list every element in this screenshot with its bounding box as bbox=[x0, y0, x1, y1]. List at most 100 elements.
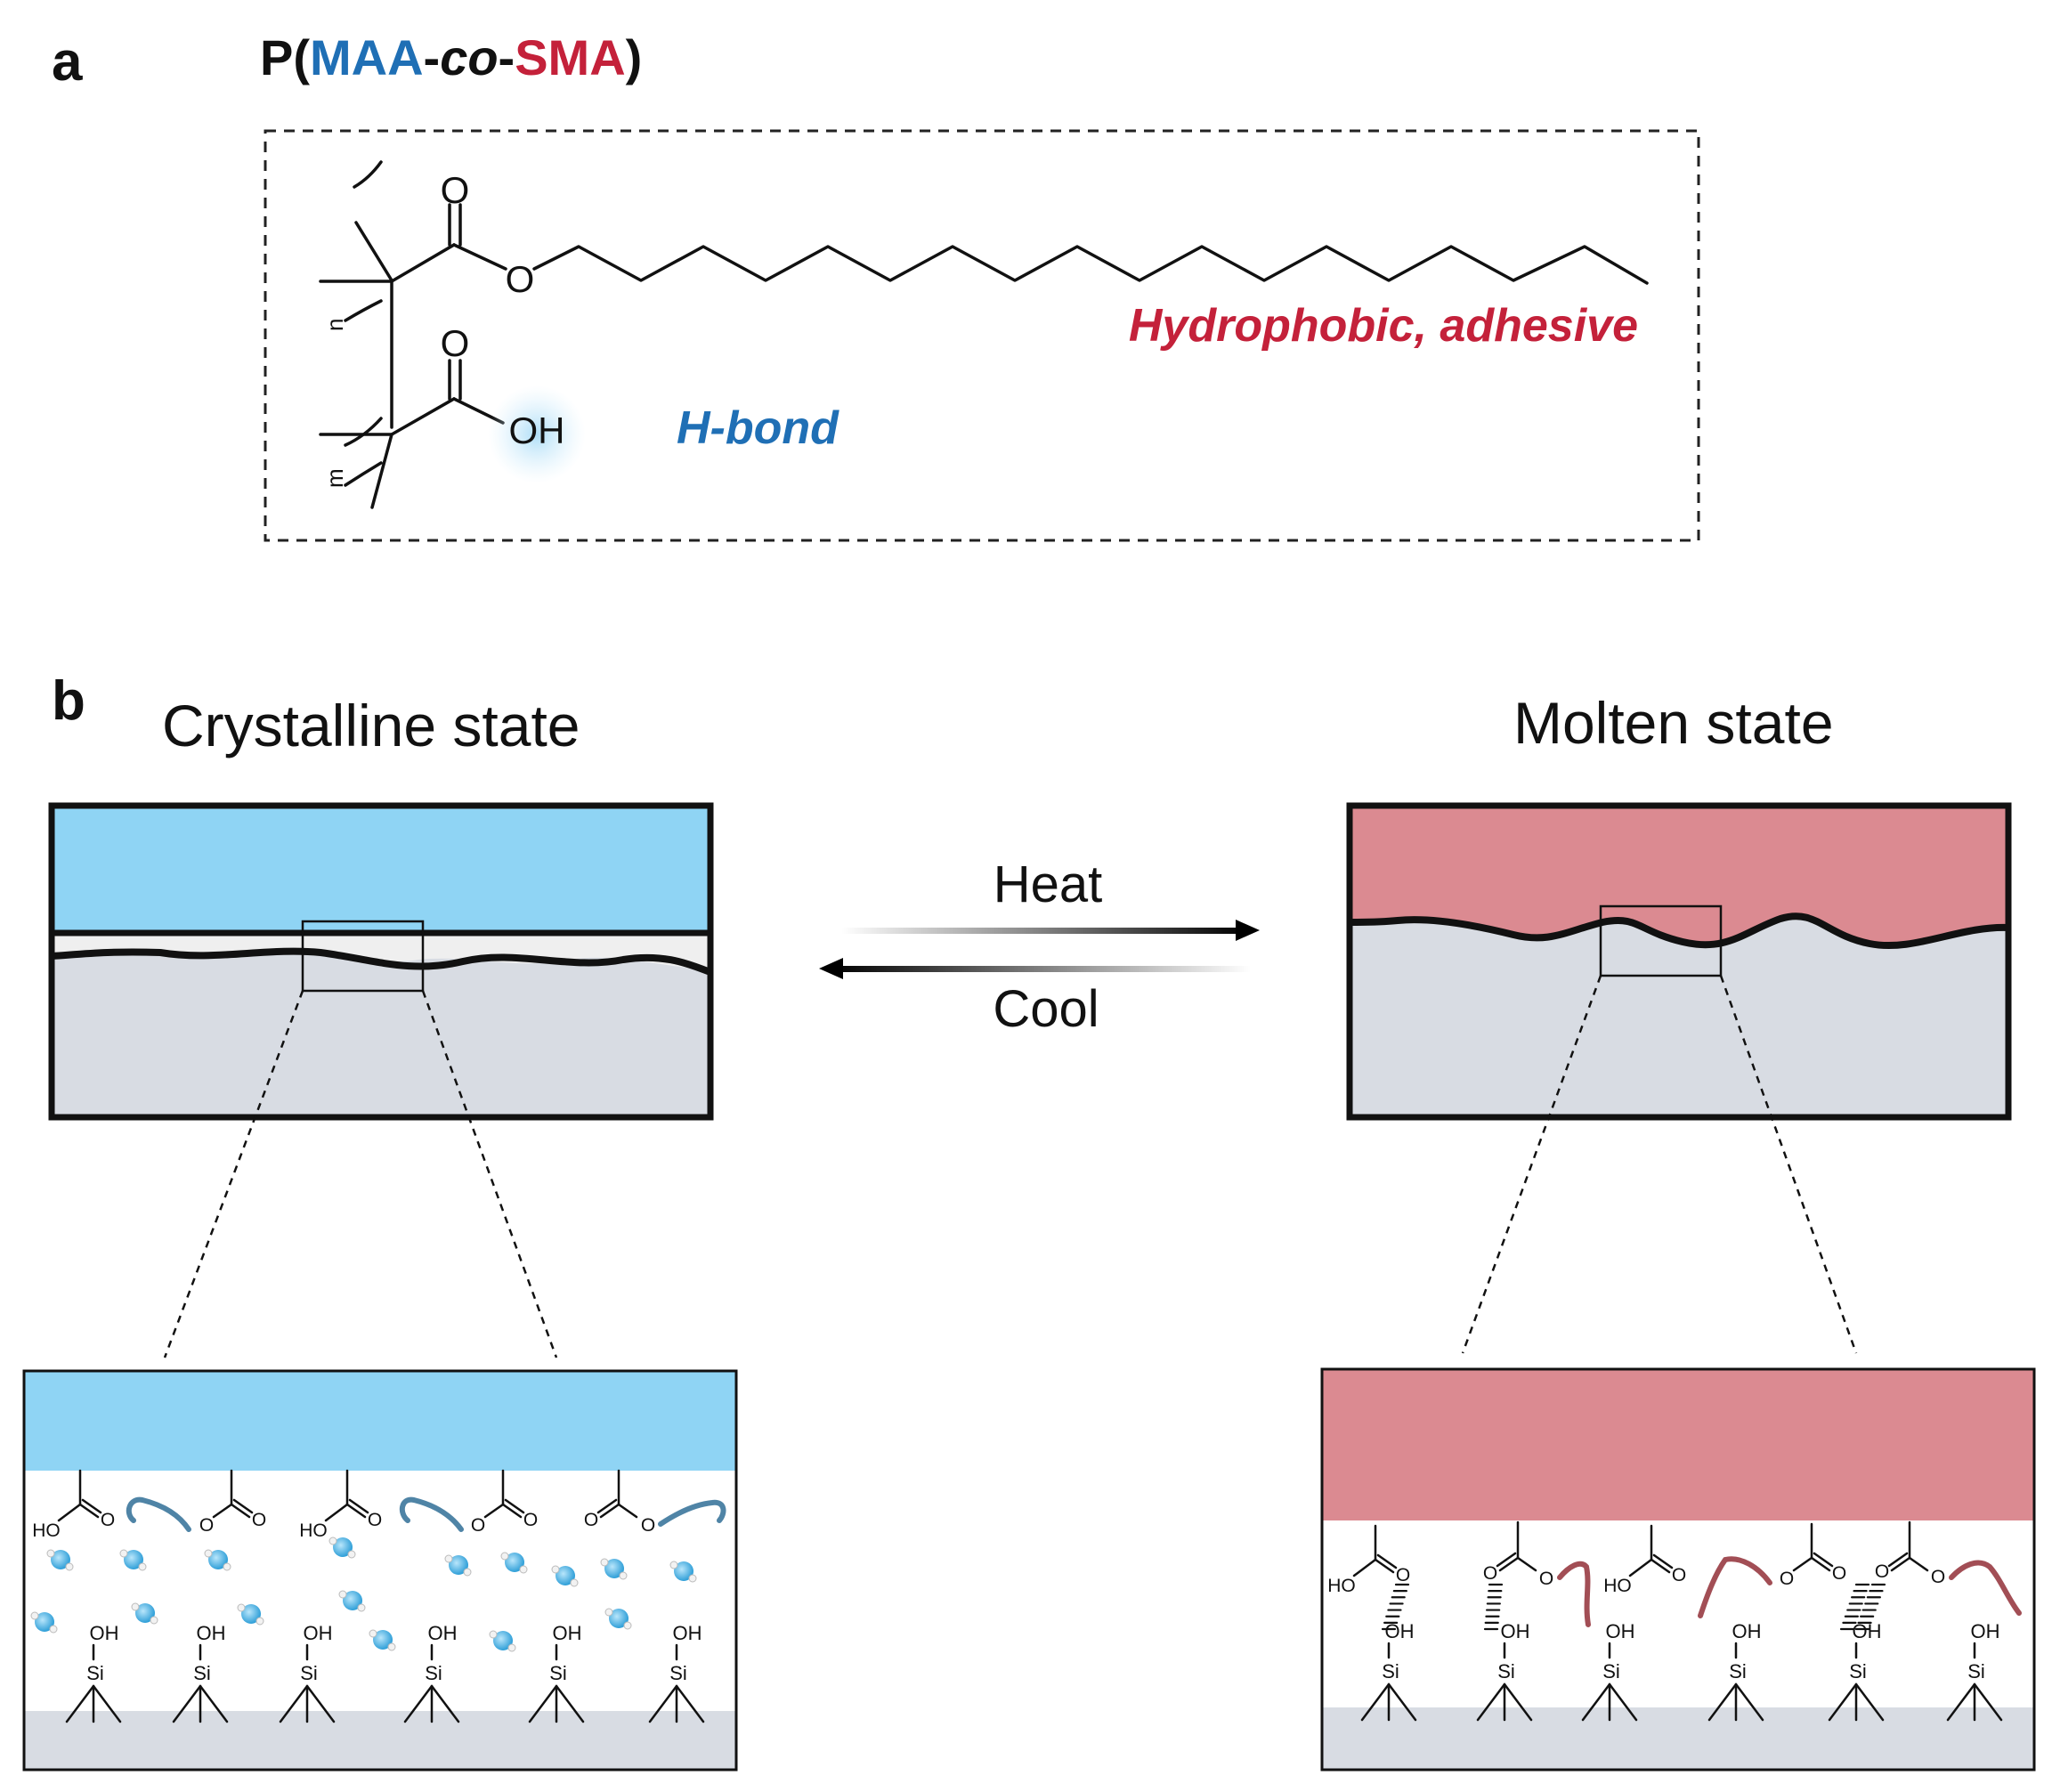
ester-c-o-a bbox=[501, 1503, 523, 1519]
water-hydrogen bbox=[138, 1562, 147, 1571]
molecular-frame-left bbox=[22, 1369, 738, 1772]
water-molecule bbox=[551, 1565, 579, 1587]
title-monomer-maa: MAA bbox=[310, 29, 424, 85]
water-hydrogen bbox=[688, 1574, 697, 1583]
water-hydrogen bbox=[500, 1552, 509, 1561]
ester-carbonyl-o-label: O bbox=[584, 1510, 598, 1530]
title-prefix: P( bbox=[260, 29, 310, 85]
ester-c-o-b bbox=[596, 1498, 618, 1514]
water-oxygen bbox=[135, 1603, 155, 1623]
title-monomer-sma: SMA bbox=[515, 29, 625, 85]
adhesive-crystalline bbox=[52, 806, 710, 933]
alkyl-chain bbox=[532, 245, 1649, 285]
heat-arrow-shaft bbox=[841, 928, 1246, 934]
water-oxygen bbox=[493, 1631, 513, 1650]
silanol-oh-label: OH bbox=[197, 1622, 226, 1644]
ester-c-o-single bbox=[212, 1503, 233, 1519]
hydrogen-bonds bbox=[1381, 1583, 1886, 1631]
zoom-line-left-b bbox=[421, 990, 558, 1358]
acid-c-oh bbox=[1352, 1558, 1377, 1577]
acid-c-oh bbox=[1628, 1558, 1653, 1577]
ester-carbonyl-o-label: O bbox=[1483, 1563, 1497, 1584]
water-oxygen bbox=[208, 1550, 228, 1569]
atom-o-top: O bbox=[441, 169, 470, 211]
molten-interface bbox=[1346, 802, 2012, 1354]
silanol-leg-1 bbox=[1360, 1683, 1391, 1722]
water-molecule bbox=[30, 1611, 58, 1634]
carboxylic-acid: HOO bbox=[299, 1469, 382, 1541]
ester-c-o-single bbox=[1908, 1556, 1929, 1572]
acid-ho-label: HO bbox=[299, 1520, 328, 1541]
crystalline-interface bbox=[48, 802, 714, 1358]
surface-roughness-right bbox=[1350, 912, 2008, 950]
silica-layer-left bbox=[24, 1711, 736, 1770]
alkyl-chain-segment bbox=[126, 1496, 191, 1532]
acid-c-o-b bbox=[81, 1498, 102, 1514]
water-oxygen bbox=[35, 1612, 54, 1632]
panel-a-label: a bbox=[52, 31, 83, 93]
water-hydrogen bbox=[357, 1603, 366, 1612]
acid-ho-label: HO bbox=[32, 1520, 61, 1541]
label-hbond: H-bond bbox=[677, 402, 839, 454]
water-oxygen bbox=[373, 1630, 393, 1650]
silanol-oh-label: OH bbox=[1732, 1620, 1762, 1642]
bond-ester-o bbox=[452, 243, 507, 271]
bracket-n-bottom bbox=[344, 299, 383, 322]
silanol-leg-3 bbox=[1734, 1683, 1764, 1722]
molten-title: Molten state bbox=[1513, 690, 1834, 756]
ester-c-o-a bbox=[1890, 1556, 1911, 1572]
water-hydrogen bbox=[600, 1558, 609, 1567]
silanol-oh-label: OH bbox=[90, 1622, 119, 1644]
ester-carbonyl-o-label: O bbox=[523, 1510, 538, 1530]
silanol-si-label: Si bbox=[1967, 1660, 1985, 1683]
silanol-leg-1 bbox=[1581, 1683, 1611, 1722]
acid-ho-label: HO bbox=[1603, 1576, 1632, 1596]
ester-c-o-b bbox=[232, 1498, 254, 1514]
water-molecule bbox=[204, 1549, 231, 1571]
silanol-leg-3 bbox=[305, 1684, 336, 1723]
ester-c-o-b bbox=[1496, 1552, 1517, 1568]
silanol-leg-1 bbox=[648, 1684, 678, 1723]
water-hydrogen bbox=[328, 1537, 337, 1545]
silanol-si-label: Si bbox=[1729, 1660, 1747, 1683]
zoom-line-right-b bbox=[1719, 975, 1858, 1354]
water-molecule bbox=[500, 1552, 528, 1574]
water-hydrogen bbox=[604, 1608, 613, 1617]
water-oxygen bbox=[604, 1559, 624, 1578]
silanol-leg-3 bbox=[1503, 1683, 1533, 1722]
adhesive-layer-right bbox=[1322, 1369, 2034, 1520]
ester-c-o-a bbox=[230, 1503, 251, 1519]
bracket-n-top bbox=[353, 160, 383, 189]
silanol-si-label: Si bbox=[549, 1662, 567, 1684]
silanol-leg-3 bbox=[92, 1684, 122, 1723]
water-hydrogen bbox=[669, 1561, 678, 1569]
water-oxygen bbox=[241, 1604, 261, 1624]
bracket-m-bottom bbox=[344, 461, 383, 487]
alkyl-chain-segment bbox=[1698, 1556, 1772, 1618]
silanol-leg-1 bbox=[1828, 1683, 1858, 1722]
water-molecule bbox=[369, 1629, 396, 1651]
hydrogen-bond bbox=[1839, 1583, 1870, 1631]
water-hydrogen bbox=[237, 1603, 246, 1612]
ester-c-o-single bbox=[1516, 1556, 1537, 1572]
subscript-n: n bbox=[321, 319, 348, 331]
silanol-si-label: Si bbox=[1849, 1660, 1867, 1683]
water-hydrogen bbox=[150, 1616, 158, 1625]
acid-c-o-a bbox=[1650, 1558, 1671, 1574]
acid-o-label: O bbox=[1672, 1565, 1686, 1585]
ester-c-o-single bbox=[617, 1503, 638, 1519]
silanol-leg-1 bbox=[279, 1684, 309, 1723]
water-oxygen bbox=[674, 1561, 693, 1581]
silanol-leg-3 bbox=[1608, 1683, 1638, 1722]
heat-arrowhead bbox=[1236, 920, 1260, 941]
ester-c-o-a bbox=[1498, 1556, 1520, 1572]
water-molecule bbox=[600, 1558, 628, 1580]
molecular-frame-right bbox=[1320, 1367, 2036, 1772]
water-hydrogen bbox=[65, 1562, 74, 1571]
